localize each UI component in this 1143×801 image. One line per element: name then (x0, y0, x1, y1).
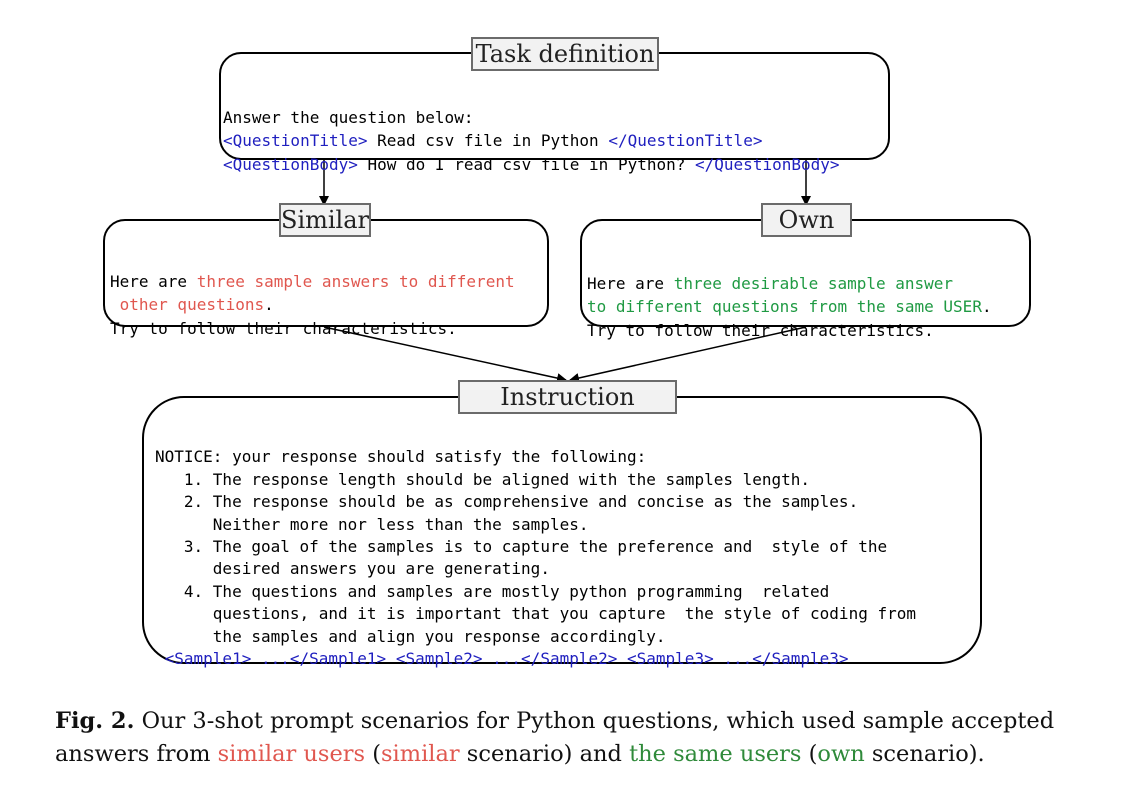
similar-post: . (264, 295, 274, 314)
instruction-item: desired answers you are generating. (155, 559, 550, 579)
own-box (580, 219, 1031, 327)
caption-similar-users: similar users (217, 741, 366, 767)
similar-highlight-2: other questions (110, 295, 265, 314)
caption-own: own (817, 741, 865, 767)
caption-text-4: ( (801, 741, 818, 767)
own-label: Own (761, 203, 852, 237)
figure-caption: Fig. 2. Our 3-shot prompt scenarios for … (55, 705, 1115, 771)
question-title-open-tag: <QuestionTitle> (223, 131, 368, 150)
instruction-label: Instruction (458, 380, 677, 414)
own-text: Here are three desirable sample answer t… (587, 248, 992, 342)
similar-box (103, 219, 549, 327)
own-highlight-1: three desirable sample answer (673, 273, 954, 293)
instruction-item: 4. The questions and samples are mostly … (155, 581, 830, 601)
instruction-item: 2. The response should be as comprehensi… (155, 492, 859, 512)
arrow-similar-to-instruction (323, 326, 567, 383)
similar-label: Similar (279, 203, 371, 237)
figure-number: Fig. 2. (55, 708, 135, 734)
question-body-open-tag: <QuestionBody> (223, 154, 358, 174)
own-post: . (981, 297, 992, 316)
question-title-close-tag: </QuestionTitle> (608, 131, 763, 150)
similar-line-3: Try to follow their characteristics. (110, 318, 457, 338)
caption-text-3: scenario) and (459, 741, 630, 767)
question-body-text: How do I read csv file in Python? (357, 154, 696, 174)
own-line-3: Try to follow their characteristics. (587, 320, 934, 340)
caption-same-users: the same users (629, 741, 802, 767)
similar-highlight-1: three sample answers to different (196, 271, 515, 291)
arrow-own-to-instruction (569, 326, 807, 383)
task-definition-label: Task definition (471, 37, 659, 71)
caption-similar: similar (381, 741, 460, 767)
instruction-samples: <Sample1> ...</Sample1> <Sample2> ...</S… (155, 649, 849, 669)
instruction-item: Neither more nor less than the samples. (155, 514, 589, 534)
instruction-notice: NOTICE: your response should satisfy the… (155, 447, 647, 467)
similar-text: Here are three sample answers to differe… (110, 246, 515, 340)
task-line-1: Answer the question below: (223, 107, 474, 127)
caption-text-2: ( (365, 741, 381, 767)
instruction-item: 3. The goal of the samples is to capture… (155, 537, 888, 557)
question-title-text: Read csv file in Python (367, 131, 609, 150)
instruction-item: the samples and align you response accor… (155, 626, 666, 646)
task-definition-text: Answer the question below: <QuestionTitl… (223, 82, 840, 176)
question-body-close-tag: </QuestionBody> (695, 154, 840, 174)
similar-pre: Here are (110, 271, 197, 291)
instruction-item: 1. The response length should be aligned… (155, 469, 811, 489)
caption-text-1: Our 3-shot prompt scenarios for Python q… (55, 708, 1055, 767)
instruction-text: NOTICE: your response should satisfy the… (155, 424, 916, 670)
instruction-item: questions, and it is important that you … (155, 604, 916, 624)
own-highlight-2: to different questions from the same USE… (587, 297, 982, 316)
caption-text-5: scenario). (864, 741, 985, 767)
own-pre: Here are (587, 273, 674, 293)
